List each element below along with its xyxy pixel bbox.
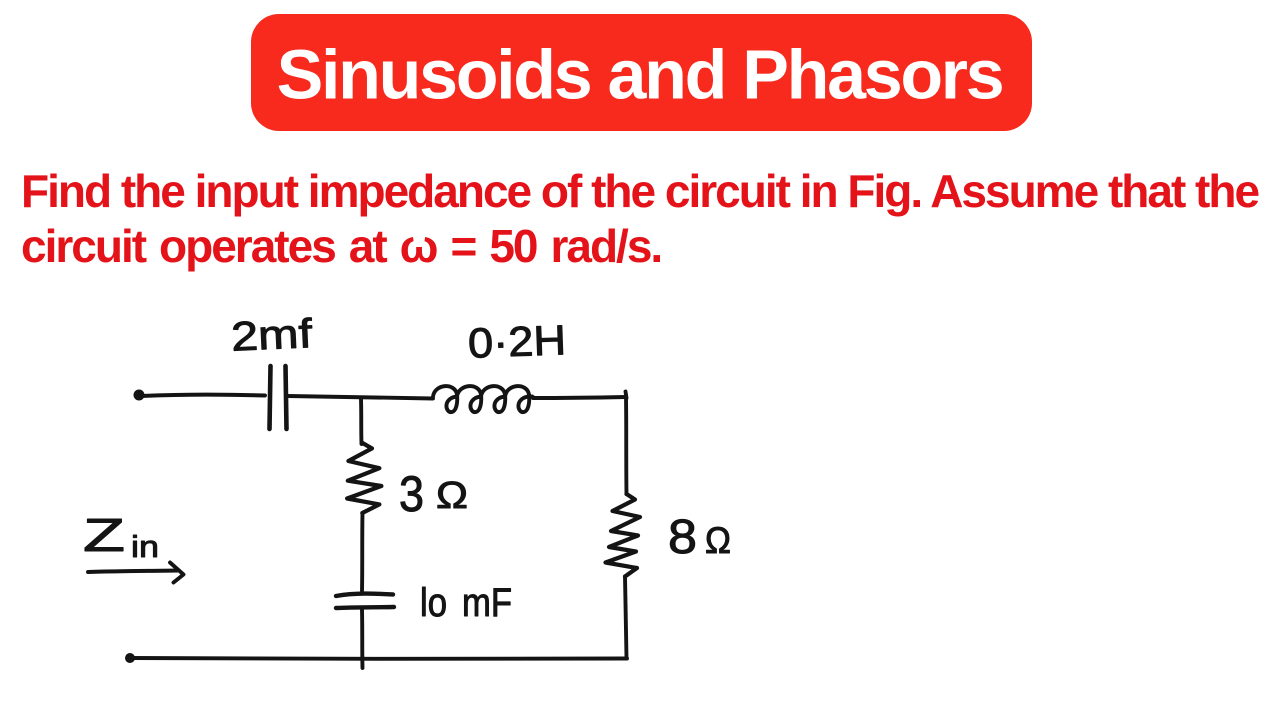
svg-text:8: 8 [668,511,697,564]
svg-text:Ω: Ω [436,475,468,517]
svg-text:Ω: Ω [705,520,731,561]
svg-text:2mf: 2mf [230,310,314,360]
svg-text:Z: Z [83,509,125,561]
svg-text:in: in [131,529,159,564]
svg-text:lo: lo [420,581,447,625]
svg-text:mF: mF [462,581,512,625]
svg-text:3: 3 [399,466,424,522]
svg-text:0·2H: 0·2H [467,316,567,366]
